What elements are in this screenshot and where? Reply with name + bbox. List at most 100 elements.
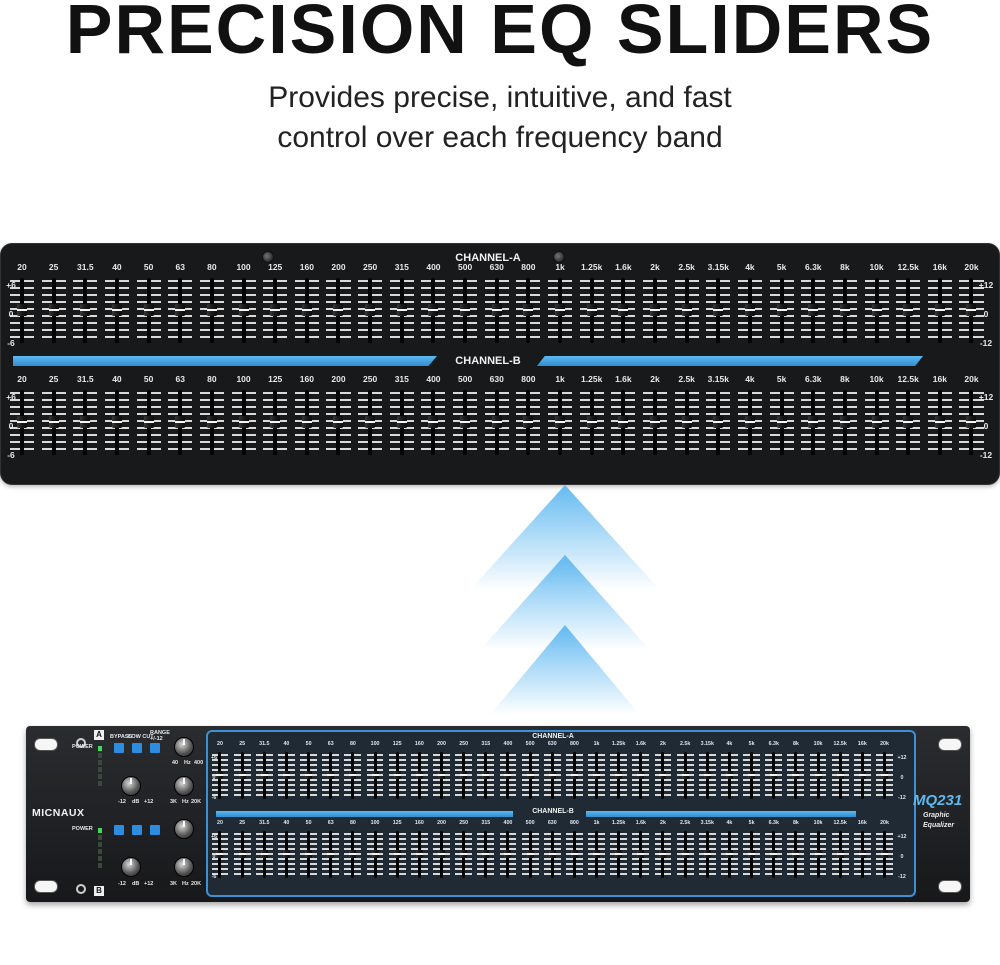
fader-knob[interactable] [393,850,401,858]
fader-knob[interactable] [301,304,312,316]
fader-knob[interactable] [934,304,945,316]
eq-fader[interactable] [291,390,319,455]
fader-knob[interactable] [748,771,756,779]
eq-fader[interactable] [576,390,604,455]
fader-knob[interactable] [206,416,217,428]
fader-knob[interactable] [808,416,819,428]
eq-fader[interactable] [671,278,699,343]
eq-fader[interactable] [544,390,573,455]
eq-fader[interactable] [342,831,362,878]
eq-fader[interactable] [829,831,849,878]
eq-fader[interactable] [430,831,450,878]
fader-knob[interactable] [593,850,601,858]
eq-fader[interactable] [38,278,66,343]
eq-fader[interactable] [829,752,849,799]
eq-fader[interactable] [209,831,229,878]
fader-knob[interactable] [491,304,502,316]
eq-fader[interactable] [861,278,889,343]
fader-knob[interactable] [871,304,882,316]
fader-knob[interactable] [871,416,882,428]
eq-fader[interactable] [6,390,35,455]
eq-fader[interactable] [497,831,517,878]
eq-fader[interactable] [807,831,827,878]
eq-fader[interactable] [408,831,428,878]
fader-knob[interactable] [637,771,645,779]
fader-knob[interactable] [111,416,122,428]
fader-knob[interactable] [725,771,733,779]
eq-fader[interactable] [69,278,98,343]
hz-knob-a[interactable] [174,737,194,757]
eq-fader[interactable] [386,278,414,343]
eq-fader[interactable] [196,278,224,343]
eq-fader[interactable] [449,390,478,455]
eq-fader[interactable] [851,752,871,799]
eq-fader[interactable] [354,390,383,455]
eq-fader[interactable] [298,831,317,878]
fader-knob[interactable] [637,850,645,858]
fader-knob[interactable] [333,304,344,316]
eq-fader[interactable] [563,831,583,878]
fader-knob[interactable] [618,416,629,428]
eq-fader[interactable] [702,390,731,455]
fader-knob[interactable] [333,416,344,428]
fader-knob[interactable] [586,416,597,428]
hz-knob-b[interactable] [174,819,194,839]
fader-knob[interactable] [460,850,468,858]
eq-fader[interactable] [320,831,340,878]
fader-knob[interactable] [175,416,186,428]
eq-fader[interactable] [342,752,362,799]
eq-fader[interactable] [741,752,760,799]
fader-knob[interactable] [555,304,566,316]
eq-fader[interactable] [386,752,406,799]
fader-knob[interactable] [48,304,59,316]
eq-fader[interactable] [231,831,251,878]
fader-knob[interactable] [216,850,224,858]
eq-fader[interactable] [541,752,561,799]
eq-fader[interactable] [763,831,783,878]
fader-knob[interactable] [504,850,512,858]
fader-knob[interactable] [903,304,914,316]
fader-knob[interactable] [349,850,357,858]
fader-knob[interactable] [371,850,379,858]
fader-knob[interactable] [649,304,660,316]
fader-knob[interactable] [437,771,445,779]
fader-knob[interactable] [206,304,217,316]
eq-fader[interactable] [608,278,636,343]
eq-fader[interactable] [453,752,473,799]
fader-knob[interactable] [808,304,819,316]
fader-knob[interactable] [270,416,281,428]
fader-knob[interactable] [523,304,534,316]
fader-knob[interactable] [659,850,667,858]
fader-knob[interactable] [703,850,711,858]
eq-fader[interactable] [797,390,826,455]
fader-knob[interactable] [836,771,844,779]
fader-knob[interactable] [301,416,312,428]
eq-fader[interactable] [196,390,224,455]
fader-knob[interactable] [649,416,660,428]
fader-knob[interactable] [282,850,290,858]
eq-fader[interactable] [785,752,805,799]
eq-fader[interactable] [734,390,762,455]
eq-fader[interactable] [481,278,509,343]
fader-knob[interactable] [504,771,512,779]
eq-fader[interactable] [259,390,288,455]
eq-fader[interactable] [519,831,539,878]
fader-knob[interactable] [586,304,597,316]
eq-fader[interactable] [364,752,384,799]
eq-fader[interactable] [608,390,636,455]
eq-fader[interactable] [133,390,161,455]
fader-knob[interactable] [305,771,313,779]
eq-fader[interactable] [785,831,805,878]
eq-fader[interactable] [449,278,478,343]
eq-fader[interactable] [630,831,650,878]
range-button-a[interactable] [150,743,160,753]
eq-fader[interactable] [364,831,384,878]
eq-fader[interactable] [291,278,319,343]
eq-fader[interactable] [164,278,193,343]
eq-fader[interactable] [323,278,351,343]
eq-fader[interactable] [892,390,921,455]
fader-knob[interactable] [880,771,888,779]
eq-fader[interactable] [671,390,699,455]
bypass-button-a[interactable] [114,743,124,753]
fader-knob[interactable] [48,416,59,428]
